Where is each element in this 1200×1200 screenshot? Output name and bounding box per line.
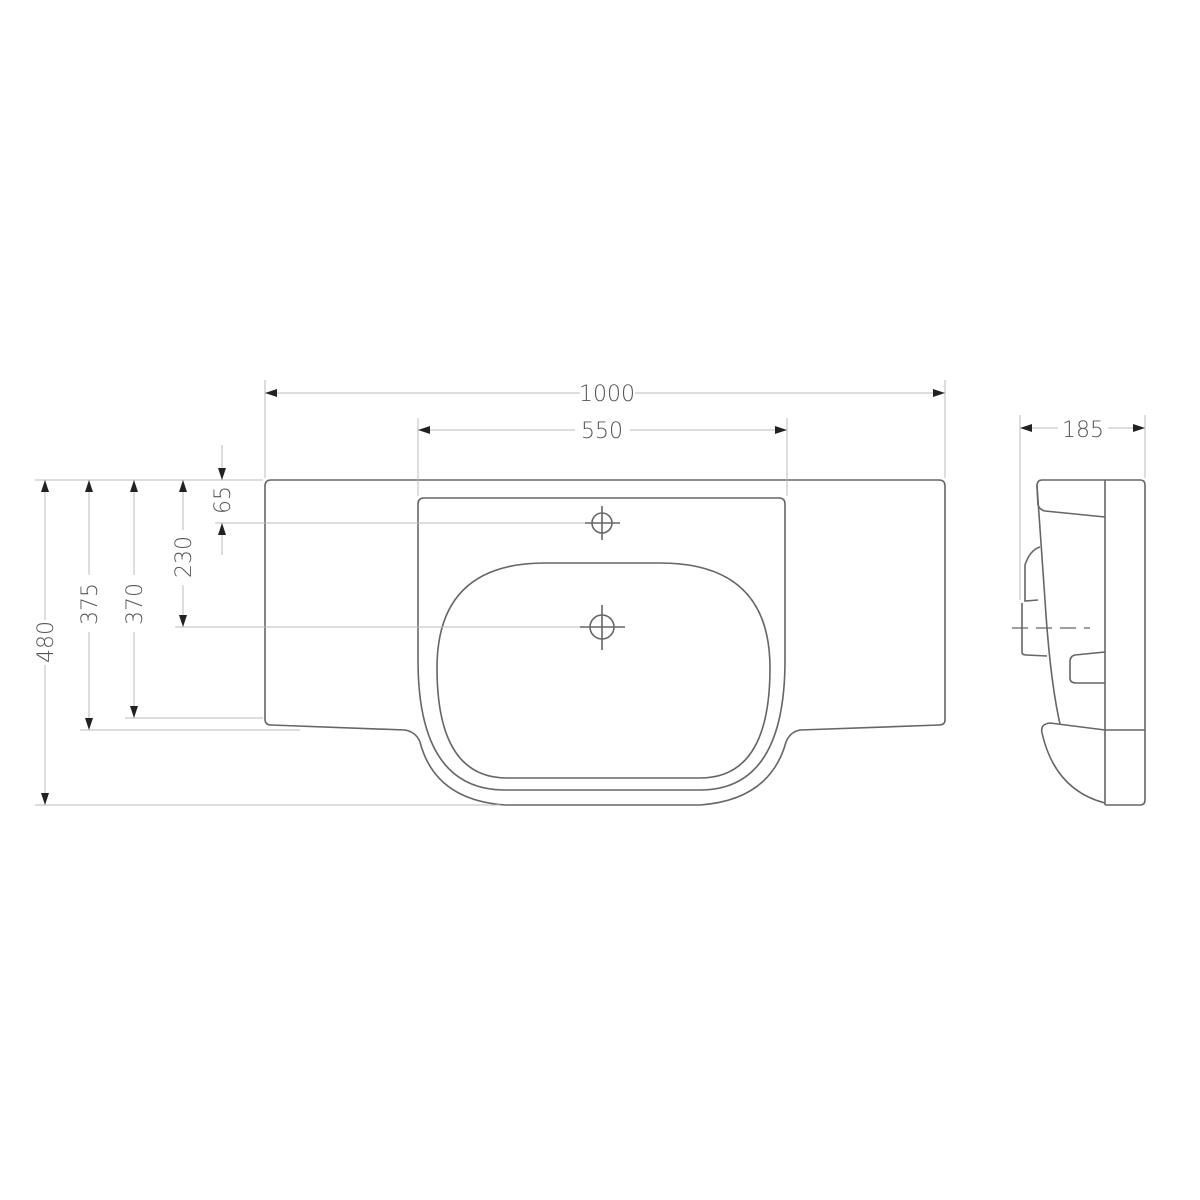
dim-drain-offset: 230	[172, 536, 197, 578]
dim-overall-depth: 480	[34, 621, 59, 663]
dim-basin-width: 550	[581, 419, 623, 444]
basin-inner-rim	[417, 497, 786, 791]
dim-wing-depth: 375	[78, 583, 103, 625]
basin-outline	[264, 479, 946, 806]
dimension-lines	[41, 389, 1145, 805]
tap-hole	[585, 506, 620, 540]
drain-hole	[580, 605, 625, 650]
basin-side-view	[1012, 479, 1146, 806]
dim-overall-width: 1000	[579, 382, 635, 407]
dimension-labels: 1000 550 185 480 375 370 230 65	[34, 382, 1104, 663]
basin-top-view	[264, 479, 946, 806]
dim-wing-depth-inner: 370	[123, 583, 148, 625]
dim-tap-hole-offset: 65	[211, 486, 236, 514]
bowl-oval	[436, 562, 771, 779]
dim-side-depth: 185	[1062, 418, 1104, 443]
